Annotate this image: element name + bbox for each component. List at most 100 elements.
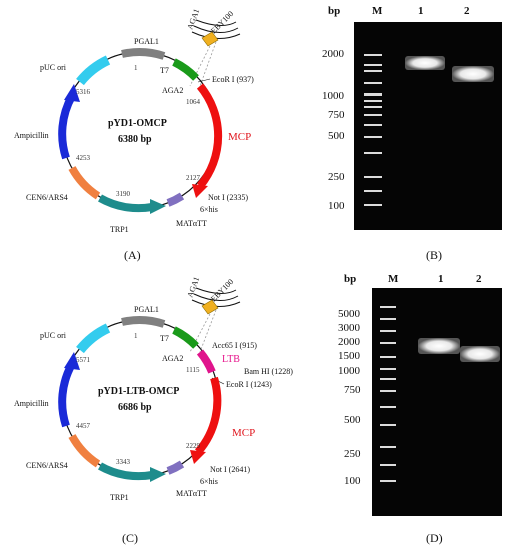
ladder-bands: [364, 54, 382, 206]
pgal1-segment: [121, 316, 166, 328]
ladder-250: 250: [344, 448, 361, 460]
matatt-label: MATαTT: [176, 489, 207, 498]
lane-1-label: 1: [418, 5, 424, 17]
mcp-segment: [196, 83, 223, 189]
his-tag-label: 6×his: [200, 477, 218, 486]
ladder-3000: 3000: [338, 322, 361, 334]
ladder-250: 250: [328, 171, 345, 183]
ladder-1000: 1000: [322, 90, 345, 102]
position-1: 1: [134, 64, 138, 72]
t7-label: T7: [160, 66, 169, 75]
gel-image: [372, 288, 502, 516]
puc-ori-label: pUC ori: [40, 331, 67, 340]
trp1-label: TRP1: [110, 225, 129, 234]
ltb-segment: [196, 349, 216, 374]
cen6-label: CEN6/ARS4: [26, 461, 68, 470]
position-5316: 5316: [76, 88, 91, 96]
plasmid-map-c: AGA1 EBY100 PGAL1 T7 AGA2 LTB Acc65 I (9…: [14, 276, 293, 545]
bamhi-site-label: Bam HI (1228): [244, 367, 293, 376]
trp1-segment: [98, 462, 153, 481]
position-3343: 3343: [116, 458, 131, 466]
position-1: 1: [134, 332, 138, 340]
cen6-segment: [68, 433, 101, 468]
ladder-bands: [380, 306, 396, 482]
ladder-5000: 5000: [338, 308, 361, 320]
ladder-750: 750: [328, 109, 345, 121]
pgal1-label: PGAL1: [134, 305, 159, 314]
ecori-site-label: EcoR I (937): [212, 75, 254, 84]
panel-letter-b: (B): [426, 248, 442, 262]
ecori-site-label: EcoR I (1243): [226, 380, 272, 389]
t7-label: T7: [160, 334, 169, 343]
matatt-segment: [166, 192, 185, 207]
aga1-label: AGA1: [185, 8, 201, 31]
ampicillin-arrowhead: [64, 84, 80, 102]
lane-1-band: [418, 338, 460, 354]
aga2-label: AGA2: [162, 354, 183, 363]
position-2229: 2229: [186, 442, 201, 450]
pgal1-label: PGAL1: [134, 37, 159, 46]
ltb-label: LTB: [222, 354, 240, 365]
ladder-750: 750: [344, 384, 361, 396]
panel-letter-c: (C): [122, 531, 138, 545]
plasmid-size: 6686 bp: [118, 402, 152, 413]
puc-ori-segment: [76, 55, 111, 86]
puc-ori-segment: [76, 323, 111, 354]
lane-1-label: 1: [438, 273, 444, 285]
aga1-shape: [201, 31, 219, 47]
mcp-segment: [194, 376, 222, 455]
position-4457: 4457: [76, 422, 91, 430]
ampicillin-segment: [58, 362, 76, 428]
mcp-arrowhead: [192, 184, 208, 198]
bp-label: bp: [328, 5, 340, 17]
ladder-2000: 2000: [322, 48, 345, 60]
plasmid-name: pYD1-OMCP: [108, 118, 167, 129]
lane-m-label: M: [372, 5, 383, 17]
ladder-500: 500: [344, 414, 361, 426]
trp1-arrowhead: [150, 467, 166, 482]
gel-d: bp M 1 2 5000 3000 2000 1500 1000 750 50…: [338, 273, 502, 545]
aga2-segment: [172, 326, 199, 349]
acc65i-site-label: Acc65 I (915): [212, 341, 257, 350]
noti-site-label: Not I (2335): [208, 193, 248, 202]
lane-m-label: M: [388, 273, 399, 285]
ladder-1000: 1000: [338, 365, 361, 377]
position-1115: 1115: [186, 366, 200, 374]
plasmid-map-a: AGA1 EBY100 PGAL1 T7 AGA2 EcoR I (937) M…: [14, 8, 254, 262]
lane-2-label: 2: [476, 273, 482, 285]
cen6-label: CEN6/ARS4: [26, 193, 68, 202]
ampicillin-label: Ampicillin: [14, 131, 49, 140]
aga1-label: AGA1: [185, 276, 201, 299]
matatt-segment: [166, 460, 185, 475]
panel-letter-a: (A): [124, 248, 141, 262]
aga2-segment: [172, 58, 199, 81]
lane-2-band: [452, 66, 494, 82]
mcp-arrowhead: [190, 450, 206, 464]
aga1-shape: [201, 299, 219, 315]
noti-site-label: Not I (2641): [210, 465, 250, 474]
aga2-label: AGA2: [162, 86, 183, 95]
mcp-label: MCP: [232, 427, 255, 439]
position-1064: 1064: [186, 98, 201, 106]
lane-2-label: 2: [464, 5, 470, 17]
mcp-label: MCP: [228, 131, 251, 143]
plasmid-name: pYD1-LTB-OMCP: [98, 386, 179, 397]
ampicillin-label: Ampicillin: [14, 399, 49, 408]
plasmid-size: 6380 bp: [118, 134, 152, 145]
cen6-segment: [68, 165, 101, 200]
pgal1-segment: [121, 48, 166, 60]
ampicillin-segment: [58, 94, 76, 160]
ladder-100: 100: [328, 200, 345, 212]
bp-label: bp: [344, 273, 356, 285]
position-2127: 2127: [186, 174, 201, 182]
trp1-arrowhead: [150, 199, 166, 214]
ladder-2000: 2000: [338, 336, 361, 348]
ampicillin-arrowhead: [64, 352, 80, 370]
ladder-100: 100: [344, 475, 361, 487]
his-tag-label: 6×his: [200, 205, 218, 214]
eby100-label: EBY100: [209, 9, 235, 35]
gel-b: bp M 1 2 2000 1000 750 500 250: [322, 5, 502, 262]
lane-2-band: [460, 346, 500, 362]
position-5571: 5571: [76, 356, 91, 364]
ladder-500: 500: [328, 130, 345, 142]
